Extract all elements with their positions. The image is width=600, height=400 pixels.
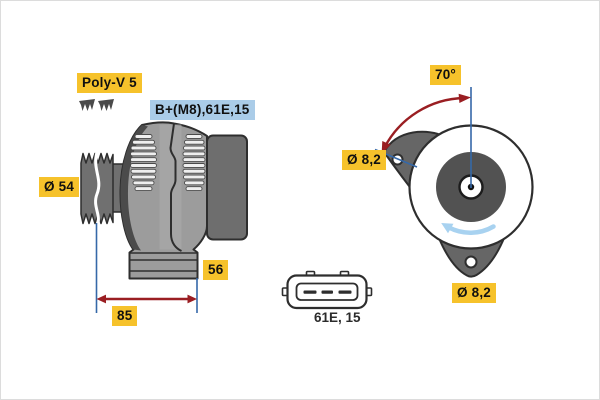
cooling-fins-right <box>182 134 206 192</box>
terminal-label: B+(M8),61E,15 <box>150 100 255 120</box>
mounting-hole-bottom <box>464 255 478 269</box>
body-center-band <box>159 124 182 250</box>
pulley-diameter-label: Ø 54 <box>39 177 80 197</box>
hole-diameter-left-label: Ø 8,2 <box>342 150 387 170</box>
cooling-fins-left <box>130 134 157 192</box>
angle-arc-arrow <box>381 93 471 154</box>
rear-housing-block <box>206 134 248 241</box>
mounting-foot <box>129 252 198 272</box>
dimension-arrow-85 <box>96 294 197 304</box>
connector-pins <box>303 290 352 294</box>
pulley <box>80 152 114 225</box>
belt-type-label: Poly-V 5 <box>77 73 142 93</box>
front-bracket-edge <box>120 125 148 251</box>
angle-label: 70° <box>430 65 462 85</box>
connector-label: 61E, 15 <box>314 310 361 325</box>
pulley-break-line <box>94 150 101 228</box>
rear-view <box>374 87 534 278</box>
hole-diameter-bottom-label: Ø 8,2 <box>452 283 497 303</box>
rotation-direction-arrow <box>441 223 496 235</box>
belt-profile-icon <box>79 99 114 111</box>
depth-dimension-label: 56 <box>203 260 229 280</box>
connector-plug <box>281 270 373 310</box>
width-dimension-label: 85 <box>112 306 138 326</box>
side-view <box>79 99 248 313</box>
body-split-contour <box>169 123 182 252</box>
